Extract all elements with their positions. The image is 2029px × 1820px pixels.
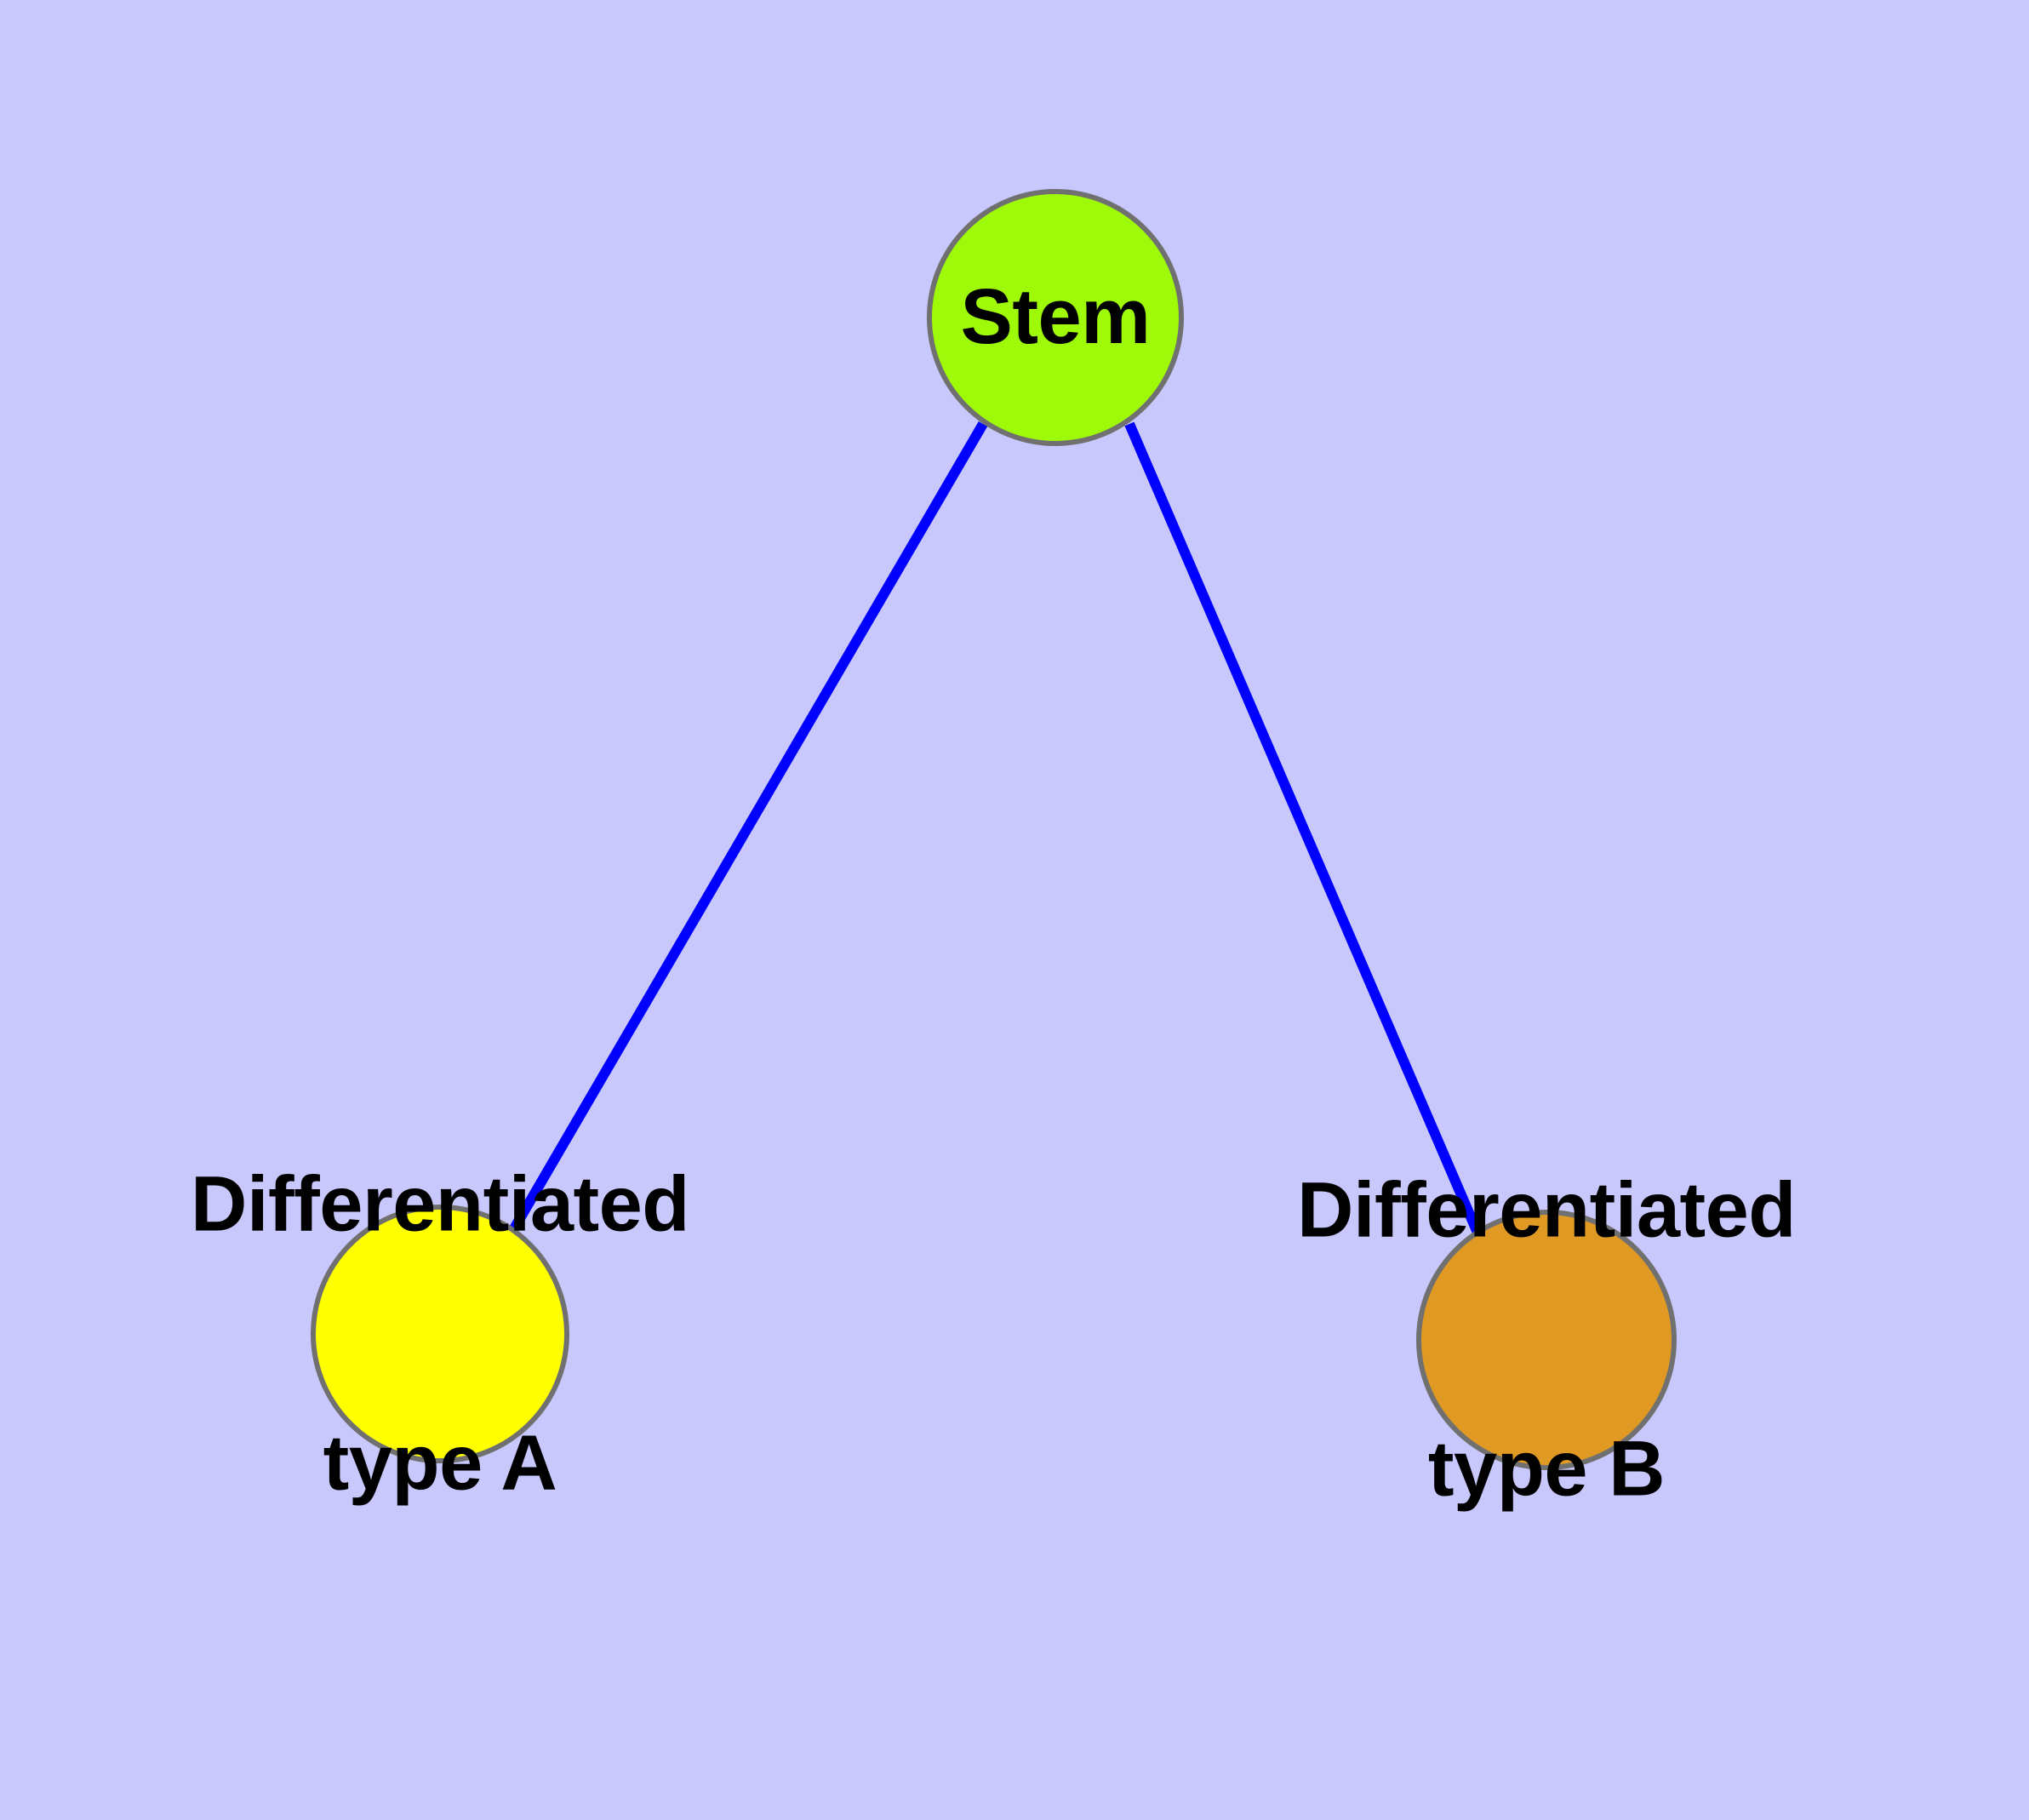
- edge-stem-to-diff-a[interactable]: [508, 421, 988, 1233]
- edge-stem-to-diff-b[interactable]: [1124, 421, 1483, 1235]
- node-diff-b-circle[interactable]: [1416, 1210, 1677, 1470]
- node-stem-circle[interactable]: [927, 189, 1184, 446]
- node-diff-a-circle[interactable]: [311, 1205, 569, 1463]
- node-group: [311, 189, 1677, 1470]
- edge-group: [508, 421, 1483, 1235]
